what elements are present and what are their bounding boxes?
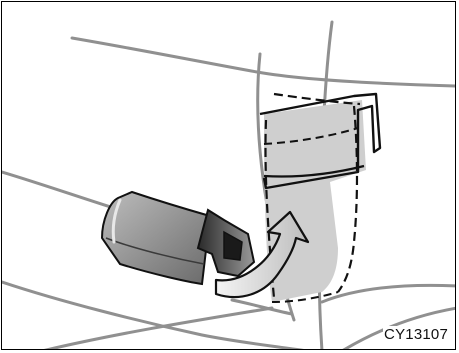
tongue-plate [198, 210, 254, 276]
buckle [102, 192, 210, 284]
seat-outline [2, 22, 456, 350]
seat-belt-illustration [2, 2, 456, 350]
figure-code: CY13107 [383, 326, 449, 343]
